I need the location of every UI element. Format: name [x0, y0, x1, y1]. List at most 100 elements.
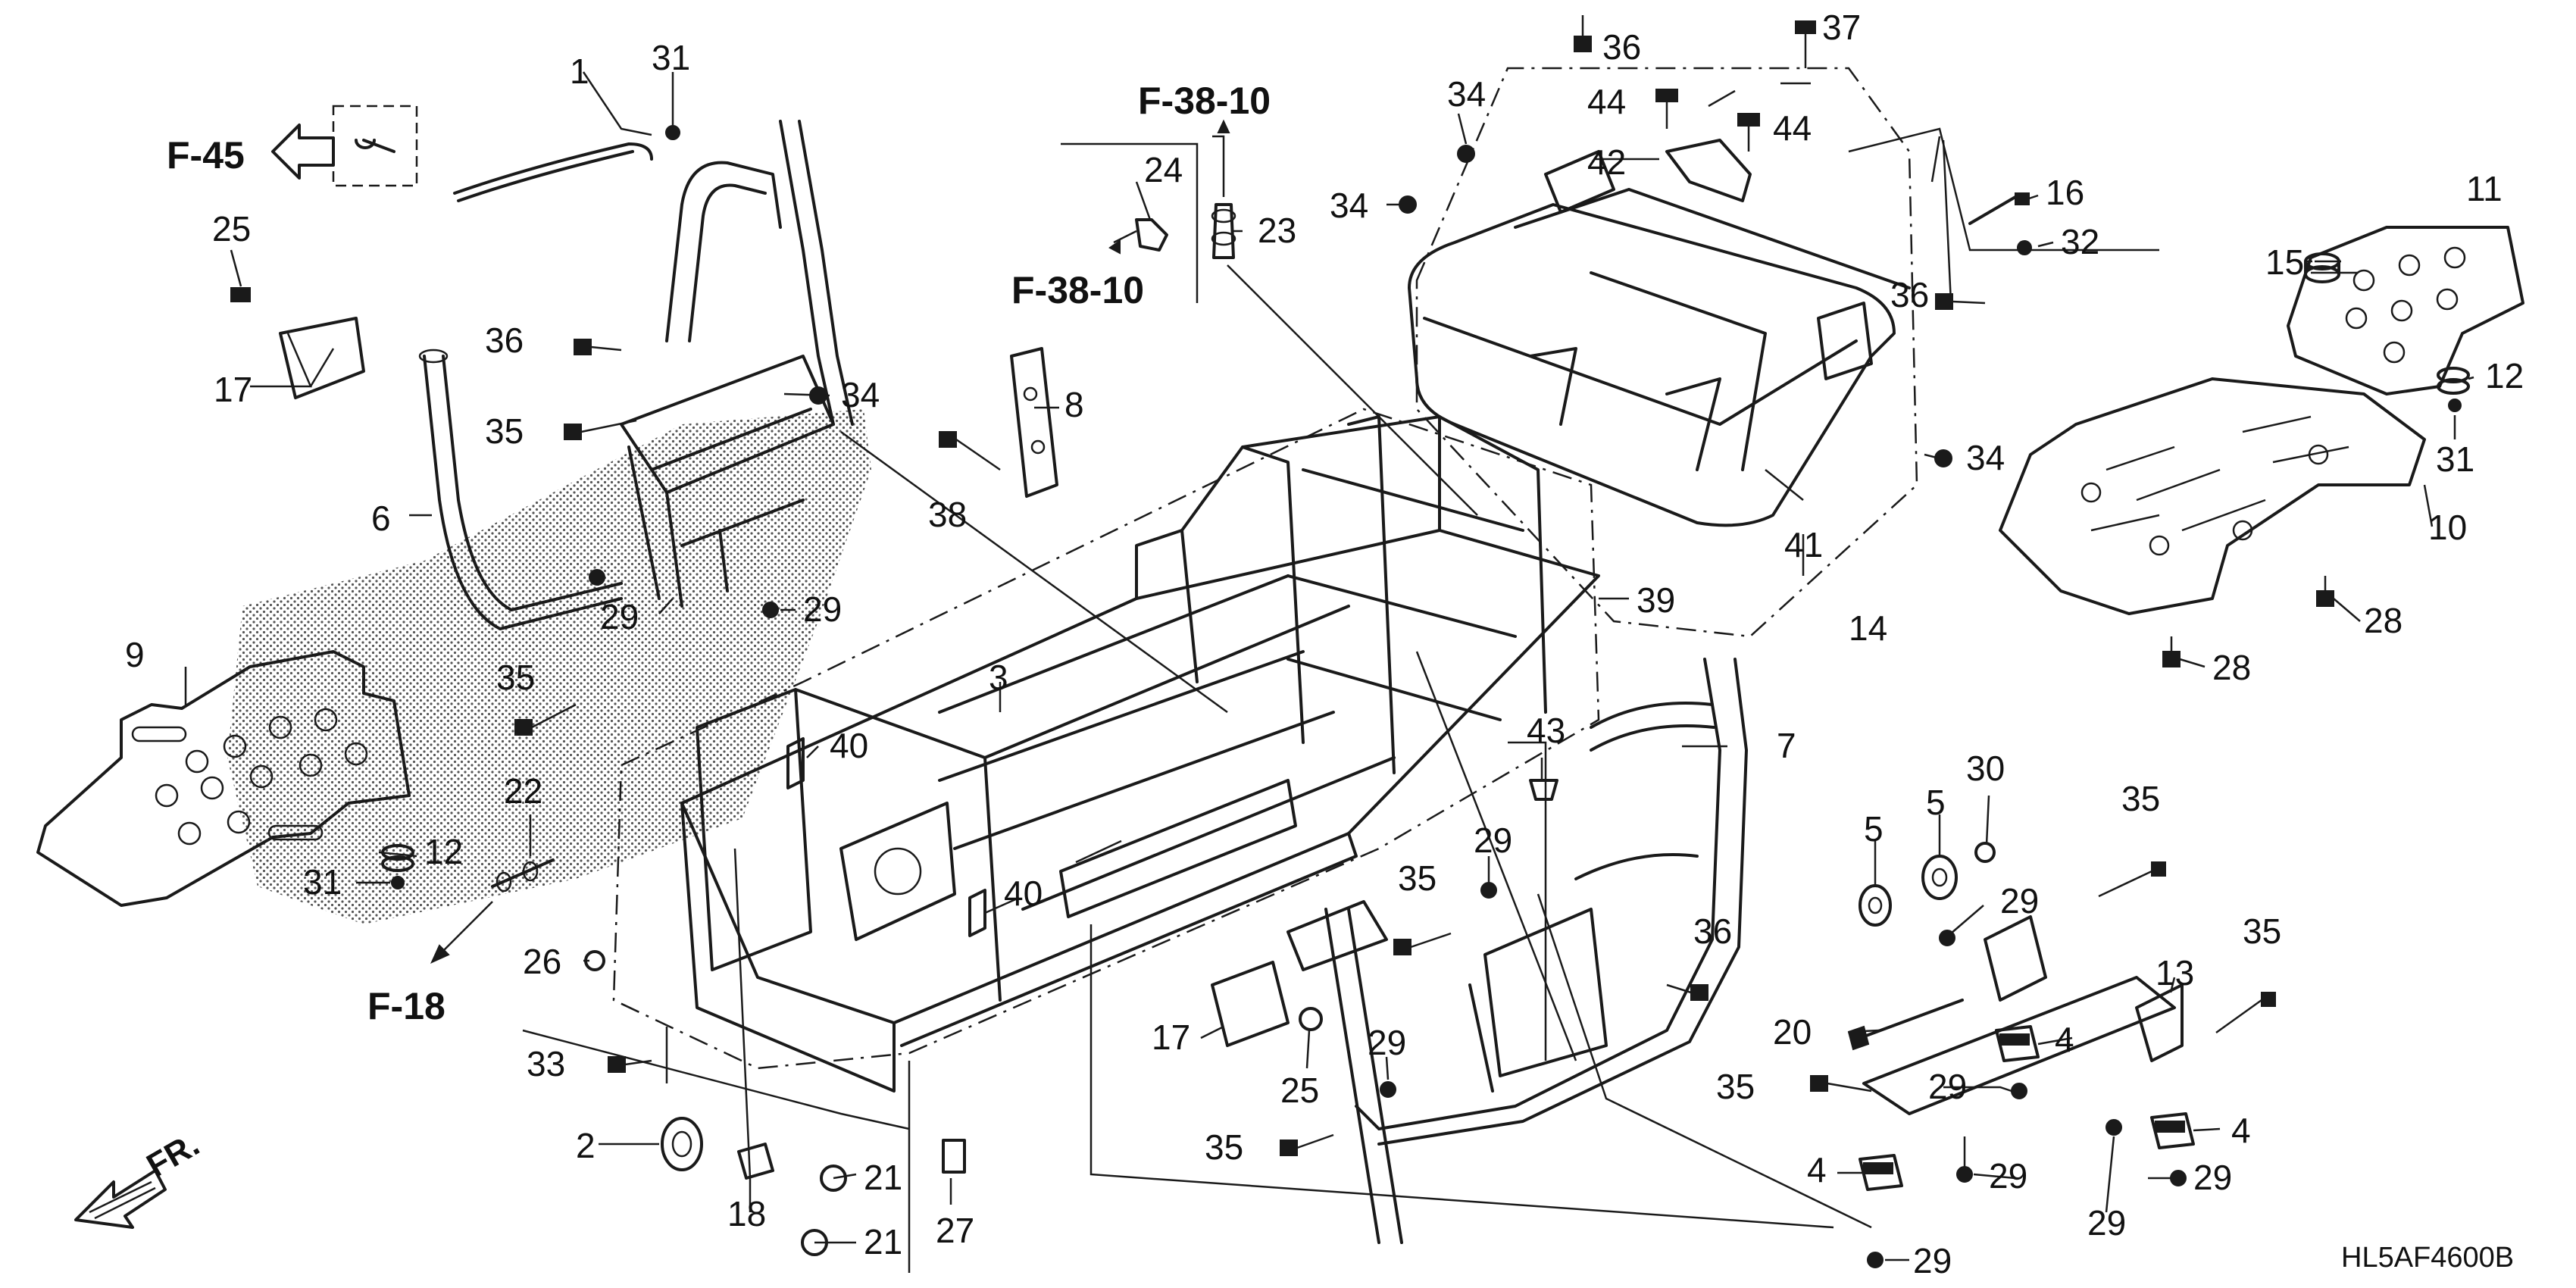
ref-arrow-f18 [430, 901, 493, 964]
bracket-42 [1665, 139, 1752, 202]
rail-tube-6 [418, 349, 623, 630]
label-42: 42 [1587, 142, 1626, 182]
rops-frame-right-7 [1355, 658, 1748, 1146]
label-35f: 35 [2243, 911, 2281, 951]
label-29b: 29 [803, 589, 842, 629]
label-35c: 35 [1398, 858, 1436, 898]
label-5a: 5 [1864, 809, 1884, 849]
plate-11 [2287, 226, 2524, 395]
bracket-18 [737, 1143, 774, 1180]
ref-bracket-f3810 [1061, 119, 1230, 303]
label-3: 3 [989, 658, 1008, 697]
label-12a: 12 [2485, 356, 2524, 395]
label-24: 24 [1144, 150, 1183, 189]
label-12b: 12 [424, 832, 463, 871]
label-34c: 34 [1330, 186, 1368, 225]
label-34a: 34 [841, 375, 880, 414]
label-29g: 29 [1989, 1156, 2027, 1196]
label-26: 26 [523, 942, 561, 981]
grommet-12-right [2437, 367, 2470, 395]
label-29h: 29 [2087, 1203, 2126, 1243]
label-29d: 29 [1368, 1023, 1406, 1062]
bolt-20 [1847, 999, 1964, 1051]
main-frame-3 [680, 415, 1600, 1093]
label-36d: 36 [1693, 911, 1732, 951]
ref-arrow-f45 [271, 123, 335, 180]
steering-column [1286, 900, 1403, 1244]
label-27: 27 [936, 1211, 974, 1250]
frame-boundary-39 [612, 408, 1600, 1070]
label-41: 41 [1784, 525, 1823, 564]
label-30: 30 [1966, 749, 2005, 788]
label-1: 1 [570, 52, 589, 91]
label-35b: 35 [496, 658, 535, 697]
ref-f45: F-45 [167, 134, 245, 177]
mount-bracket-13 [1862, 915, 2184, 1115]
label-35g: 35 [1716, 1067, 1755, 1106]
rubber-mount-4-b [1859, 1154, 1903, 1191]
nut-21-a [820, 1165, 847, 1192]
label-5b: 5 [1926, 783, 1946, 822]
label-28b: 28 [2212, 648, 2251, 687]
label-17b: 17 [1152, 1018, 1190, 1057]
ref-f3810-top: F-38-10 [1138, 80, 1271, 122]
label-34b: 34 [1447, 74, 1486, 114]
bracket-17-right [1211, 961, 1290, 1047]
connector-23 [1211, 203, 1236, 259]
label-14: 14 [1849, 608, 1887, 648]
bracket-17-left [279, 317, 365, 399]
rubber-mount-4-a [1995, 1025, 2040, 1062]
label-11: 11 [2466, 169, 2503, 208]
label-31b: 31 [303, 862, 342, 902]
part-number-labels: 1 31 25 17 36 35 6 34 29 29 35 9 12 31 2… [125, 8, 2524, 1280]
label-28a: 28 [2364, 601, 2402, 640]
ref-f18: F-18 [367, 985, 445, 1027]
label-29c: 29 [1474, 821, 1512, 860]
label-34d: 34 [1966, 438, 2005, 477]
label-31c: 31 [2436, 439, 2474, 479]
label-33: 33 [527, 1044, 565, 1083]
label-29i: 29 [2193, 1158, 2232, 1197]
label-31a: 31 [652, 38, 690, 77]
hose-1 [453, 142, 653, 202]
label-29a: 29 [600, 597, 639, 636]
clip-detail-box [332, 105, 418, 187]
label-44b: 44 [1773, 108, 1812, 148]
bracket-8 [1010, 347, 1058, 498]
label-17a: 17 [214, 370, 252, 409]
label-36a: 36 [485, 320, 524, 360]
label-29j: 29 [1913, 1241, 1952, 1280]
label-21a: 21 [864, 1158, 902, 1197]
label-4c: 4 [2231, 1111, 2251, 1150]
label-38: 38 [928, 495, 967, 534]
label-40a: 40 [830, 726, 868, 765]
label-21b: 21 [864, 1222, 902, 1261]
label-32: 32 [2061, 222, 2099, 261]
label-18: 18 [727, 1194, 766, 1233]
label-25b: 25 [1280, 1071, 1319, 1110]
label-39: 39 [1637, 580, 1675, 620]
label-35d: 35 [1205, 1127, 1243, 1167]
tag-40-a [786, 737, 805, 789]
connector-24 [1113, 218, 1168, 252]
label-4a: 4 [2055, 1020, 2074, 1059]
label-6: 6 [371, 499, 391, 538]
label-36b: 36 [1602, 27, 1641, 67]
disc-5-a [1859, 884, 1892, 927]
label-13: 13 [2156, 953, 2194, 993]
label-29e: 29 [2000, 881, 2039, 921]
label-37: 37 [1822, 8, 1861, 47]
nut-30 [1974, 842, 1996, 863]
label-43: 43 [1527, 711, 1565, 750]
leader-lines [184, 71, 2474, 1273]
fasteners [230, 15, 2462, 1268]
label-40b: 40 [1004, 874, 1043, 913]
rubber-mount-4-c [2150, 1112, 2195, 1149]
disc-2 [661, 1117, 703, 1171]
label-23: 23 [1258, 211, 1296, 250]
label-15: 15 [2265, 242, 2304, 282]
label-7: 7 [1777, 726, 1796, 765]
drawing-code: HL5AF4600B [2341, 1242, 2514, 1274]
skid-plate-9 [36, 650, 411, 907]
